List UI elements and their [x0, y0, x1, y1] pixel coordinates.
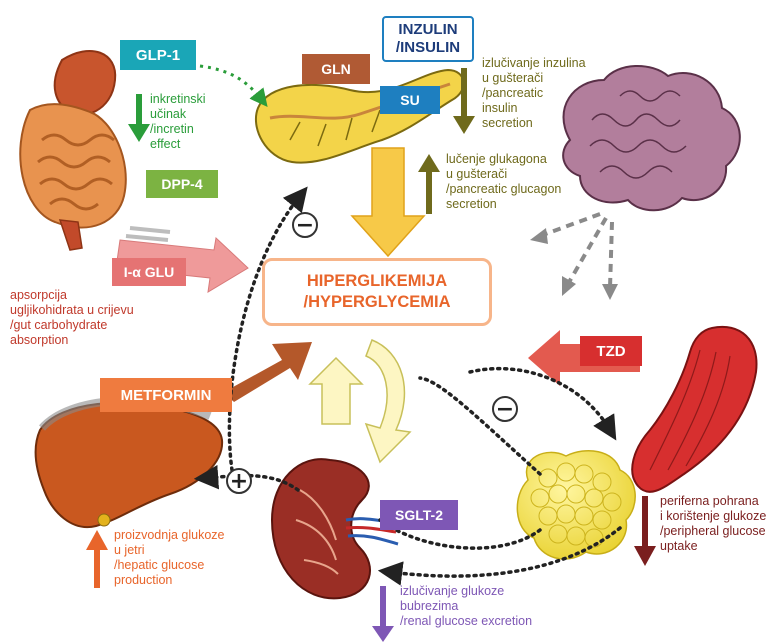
tzd-label: TZD — [596, 343, 625, 360]
incretin-dotted-arrow — [200, 66, 262, 100]
peripheral-uptake-arrow — [634, 496, 656, 566]
renal-excretion-arrow — [372, 586, 394, 642]
glucagon-secretion-text: lučenje glukagona u gušterači /pancreati… — [446, 152, 561, 212]
muscle-illustration — [632, 327, 756, 492]
stimulation-sign-liver: + — [226, 468, 252, 494]
gut-absorption-stripes — [126, 228, 170, 240]
inhibition-sign-muscle: − — [492, 396, 518, 422]
inhibition-sign-pancreas: − — [292, 212, 318, 238]
sglt2-box: SGLT-2 — [380, 500, 458, 530]
hepatic-production-arrow — [86, 530, 108, 588]
iaglu-box: I-α GLU — [112, 258, 186, 286]
glp1-box: GLP-1 — [120, 40, 196, 70]
dpp4-label: DPP-4 — [161, 176, 202, 192]
gln-label: GLN — [321, 61, 351, 77]
glp1-label: GLP-1 — [136, 47, 180, 64]
intestine-illustration — [20, 51, 126, 250]
brain-arrowheads — [530, 228, 618, 300]
hyperglycemia-to-kidney-arrow — [366, 340, 410, 462]
hepatic-production-text: proizvodnja glukoze u jetri /hepatic glu… — [114, 528, 225, 588]
glucagon-secretion-arrow — [418, 154, 440, 214]
pancreas-to-hyperglycemia-arrow — [352, 148, 424, 256]
sglt2-label: SGLT-2 — [395, 507, 443, 523]
brain-illustration — [563, 66, 740, 210]
hyperglycemia-box: HIPERGLIKEMIJA /HYPERGLYCEMIA — [262, 258, 492, 326]
insulin-secretion-text: izlučivanje inzulina u gušterači /pancre… — [482, 56, 586, 131]
su-label: SU — [400, 92, 419, 108]
gln-box: GLN — [302, 54, 370, 84]
peripheral-uptake-text: periferna pohrana i korištenje glukoze /… — [660, 494, 766, 554]
insulin-box: INZULIN /INSULIN — [382, 16, 474, 62]
metformin-label: METFORMIN — [121, 387, 212, 404]
gut-absorption-text: apsorpcija ugljikohidrata u crijevu /gut… — [10, 288, 134, 348]
tzd-box: TZD — [580, 336, 642, 366]
iaglu-label: I-α GLU — [124, 264, 175, 280]
insulin-label: INZULIN /INSULIN — [396, 21, 460, 57]
metformin-box: METFORMIN — [100, 378, 232, 412]
hyperglycemia-label: HIPERGLIKEMIJA /HYPERGLYCEMIA — [303, 271, 450, 313]
adipose-tissue-illustration — [517, 451, 635, 559]
kidney-to-hyperglycemia-arrow — [310, 358, 362, 424]
incretin-effect-text: inkretinski učinak /incretin effect — [150, 92, 206, 152]
liver-illustration — [36, 401, 222, 528]
su-box: SU — [380, 86, 440, 114]
brain-dashed-arrows — [540, 214, 612, 288]
dpp4-box: DPP-4 — [146, 170, 218, 198]
incretin-effect-arrow — [128, 94, 150, 142]
renal-excretion-text: izlučivanje glukoze bubrezima /renal glu… — [400, 584, 532, 629]
